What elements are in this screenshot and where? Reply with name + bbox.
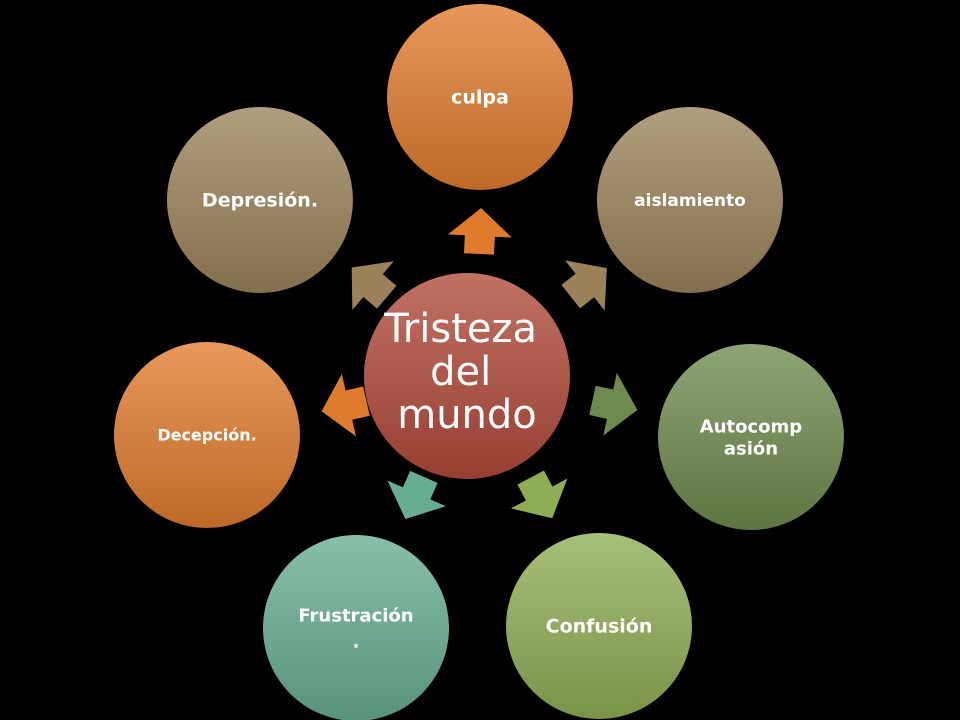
node-label: culpa [451, 87, 509, 109]
node-circle [167, 107, 353, 293]
node-label-line: culpa [451, 87, 509, 109]
arrow-to-aislamiento [561, 260, 607, 311]
node-decepcion: Decepción. [114, 342, 300, 528]
node-label-line: asión [724, 438, 778, 459]
arrow-shape [589, 372, 638, 436]
node-aislamiento: aislamiento [597, 107, 783, 293]
node-label: aislamiento [634, 191, 746, 211]
center-circle [364, 273, 570, 479]
arrow-shape [321, 373, 370, 437]
arrow-shape [387, 470, 446, 519]
center-line-2: del [430, 349, 491, 395]
node-circle [387, 4, 573, 190]
arrow-shape [447, 208, 512, 255]
node-label-line: . [353, 631, 360, 652]
arrow-shape [561, 260, 607, 311]
node-circle [114, 342, 300, 528]
node-frustracion: Frustración. [263, 535, 449, 720]
center-line-3: mundo [397, 392, 537, 438]
node-label-line: Autocomp [700, 416, 803, 437]
node-depresion: Depresión. [167, 107, 353, 293]
node-circle [597, 107, 783, 293]
arrow-to-confusion [510, 470, 568, 519]
arrow-shape [510, 470, 568, 519]
node-label: Frustración. [298, 605, 413, 652]
node-circle [506, 533, 692, 719]
node-label-line: aislamiento [634, 191, 746, 211]
arrow-to-autocompasion [589, 372, 638, 436]
node-label: Confusión [546, 616, 653, 638]
node-label-line: Frustración [298, 605, 413, 626]
arrows-layer [321, 208, 638, 519]
node-label-line: Decepción. [157, 426, 256, 445]
node-confusion: Confusión [506, 533, 692, 719]
arrow-to-culpa [447, 208, 512, 255]
node-label: Depresión. [202, 190, 318, 212]
node-circle [658, 344, 844, 530]
node-culpa: culpa [387, 4, 573, 190]
svg-text:Tristeza del mundo: Tristeza del mundo [383, 306, 549, 438]
node-circle [263, 535, 449, 720]
arrow-shape [351, 261, 397, 310]
node-label: Decepción. [157, 426, 256, 445]
center-line-1: Tristeza [383, 306, 537, 352]
arrow-to-frustracion [387, 470, 446, 519]
arrow-to-depresion [351, 261, 397, 310]
arrow-to-decepcion [321, 373, 370, 437]
node-label-line: Depresión. [202, 190, 318, 212]
center-node: Tristeza del mundo [364, 273, 570, 479]
node-label-line: Confusión [546, 616, 653, 638]
